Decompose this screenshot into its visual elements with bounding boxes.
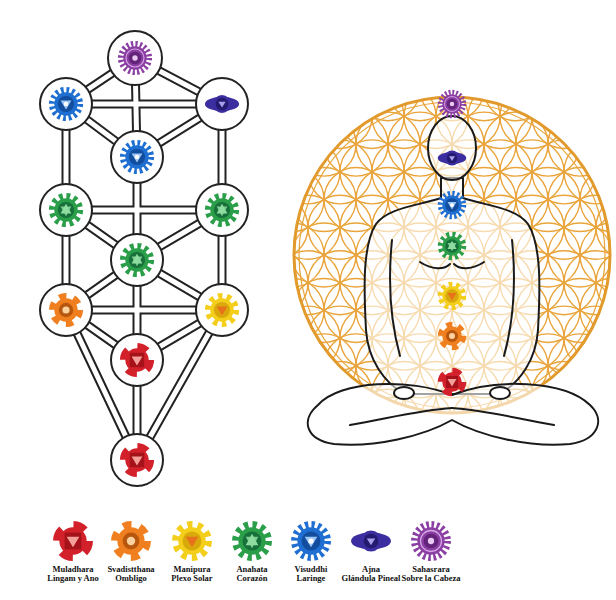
flower-circle bbox=[500, 84, 564, 148]
chakra-name: Ajna bbox=[341, 565, 401, 574]
flower-pattern bbox=[244, 57, 616, 454]
chakra-name: Anahata bbox=[222, 565, 282, 574]
chakra-symbol bbox=[115, 525, 147, 557]
flower-circle bbox=[580, 278, 616, 342]
sephira-circle bbox=[196, 78, 248, 130]
chakra-name: Svadistthana bbox=[101, 565, 161, 574]
meditating-figure bbox=[308, 116, 598, 445]
flower-ring bbox=[294, 97, 610, 413]
flower-circle bbox=[388, 57, 452, 121]
chakra-name: Muladhara bbox=[43, 565, 103, 574]
chakra-symbol bbox=[122, 45, 149, 72]
chakra-symbol bbox=[53, 297, 80, 324]
chakra-symbol bbox=[209, 197, 236, 224]
flower-ring bbox=[299, 102, 605, 408]
chakra-name: Visuddhi bbox=[281, 565, 341, 574]
sephira-circle bbox=[111, 334, 163, 386]
chakra-name: Sahasrara bbox=[401, 565, 461, 574]
sephira-circle bbox=[111, 434, 163, 486]
figure-hand bbox=[490, 387, 510, 399]
body-location: Laringe bbox=[281, 574, 341, 583]
figure-leg-line bbox=[350, 408, 452, 425]
flower-circle bbox=[580, 168, 616, 232]
figure-legs bbox=[308, 384, 598, 445]
chakra-symbol bbox=[441, 285, 464, 308]
chakra-name: Manipura bbox=[162, 565, 222, 574]
chakra-symbol bbox=[441, 325, 464, 348]
sephira-circle bbox=[196, 284, 248, 336]
figure-chest-line bbox=[454, 262, 484, 268]
chakra-symbol bbox=[295, 525, 327, 557]
flower-of-life bbox=[244, 57, 616, 454]
chakra-symbol bbox=[351, 531, 391, 552]
sephira-circle bbox=[40, 184, 92, 236]
legend-column: AjnaGlándula Pineal bbox=[341, 565, 401, 584]
chakra-symbol bbox=[57, 525, 89, 557]
flower-circle bbox=[564, 306, 616, 370]
chakra-symbol bbox=[53, 197, 80, 224]
chakra-symbol bbox=[124, 347, 151, 374]
sephira-circle bbox=[196, 184, 248, 236]
flower-circle bbox=[420, 57, 484, 121]
sephira-circle bbox=[111, 131, 163, 183]
flower-circle bbox=[308, 84, 372, 148]
sephira-circle bbox=[40, 284, 92, 336]
chakra-symbol bbox=[441, 93, 464, 116]
legend-icons bbox=[57, 525, 447, 557]
flower-circle bbox=[596, 195, 616, 259]
chakra-symbol bbox=[124, 247, 151, 274]
flower-circle bbox=[564, 140, 616, 204]
chakra-symbol bbox=[176, 525, 208, 557]
chakra-symbol bbox=[124, 144, 151, 171]
figure-arm-line bbox=[390, 240, 400, 356]
legend-column: ManipuraPlexo Solar bbox=[162, 565, 222, 584]
legend-column: AnahataCorazón bbox=[222, 565, 282, 584]
chakra-symbol bbox=[124, 447, 151, 474]
body-location: Lingam y Ano bbox=[43, 574, 103, 583]
flower-circle bbox=[340, 84, 404, 148]
tree-of-life bbox=[40, 31, 248, 486]
legend-column: MuladharaLingam y Ano bbox=[43, 565, 103, 584]
body-location: Plexo Solar bbox=[162, 574, 222, 583]
figure-head bbox=[428, 116, 476, 180]
flower-circle bbox=[260, 223, 324, 287]
chakra-symbol bbox=[441, 235, 464, 258]
flower-circle bbox=[532, 84, 596, 148]
sephira-circle bbox=[111, 234, 163, 286]
chakra-symbol bbox=[415, 525, 447, 557]
figure-torso bbox=[365, 178, 540, 394]
flower-circle bbox=[596, 251, 616, 315]
figure-arm-line bbox=[504, 240, 514, 356]
legend-column: SahasraraSobre la Cabeza bbox=[401, 565, 461, 584]
flower-circle bbox=[244, 195, 308, 259]
body-location: Corazón bbox=[222, 574, 282, 583]
legend-column: VisuddhiLaringe bbox=[281, 565, 341, 584]
flower-circle bbox=[244, 251, 308, 315]
body-location: Glándula Pineal bbox=[341, 574, 401, 583]
figure-hand bbox=[394, 387, 414, 399]
tree-rail-inner bbox=[66, 58, 222, 460]
sephirot-circles bbox=[40, 31, 248, 486]
chakra-symbol bbox=[205, 95, 239, 113]
tree-rail-outer bbox=[66, 58, 222, 460]
body-location: Sobre la Cabeza bbox=[401, 574, 461, 583]
body-location: Ombligo bbox=[101, 574, 161, 583]
figure-chest-line bbox=[420, 262, 450, 268]
chakra-symbol bbox=[53, 91, 80, 118]
figure-leg-line bbox=[452, 408, 554, 425]
chakra-symbol bbox=[209, 297, 236, 324]
flower-circle bbox=[276, 140, 340, 204]
chakra-symbol bbox=[236, 525, 268, 557]
flower-circle bbox=[276, 306, 340, 370]
legend-column: SvadistthanaOmbligo bbox=[101, 565, 161, 584]
sephira-circle bbox=[108, 31, 162, 85]
chakra-symbol bbox=[441, 194, 464, 217]
sephira-circle bbox=[40, 78, 92, 130]
chakra-symbol bbox=[438, 151, 467, 166]
chakra-symbol bbox=[441, 371, 464, 394]
